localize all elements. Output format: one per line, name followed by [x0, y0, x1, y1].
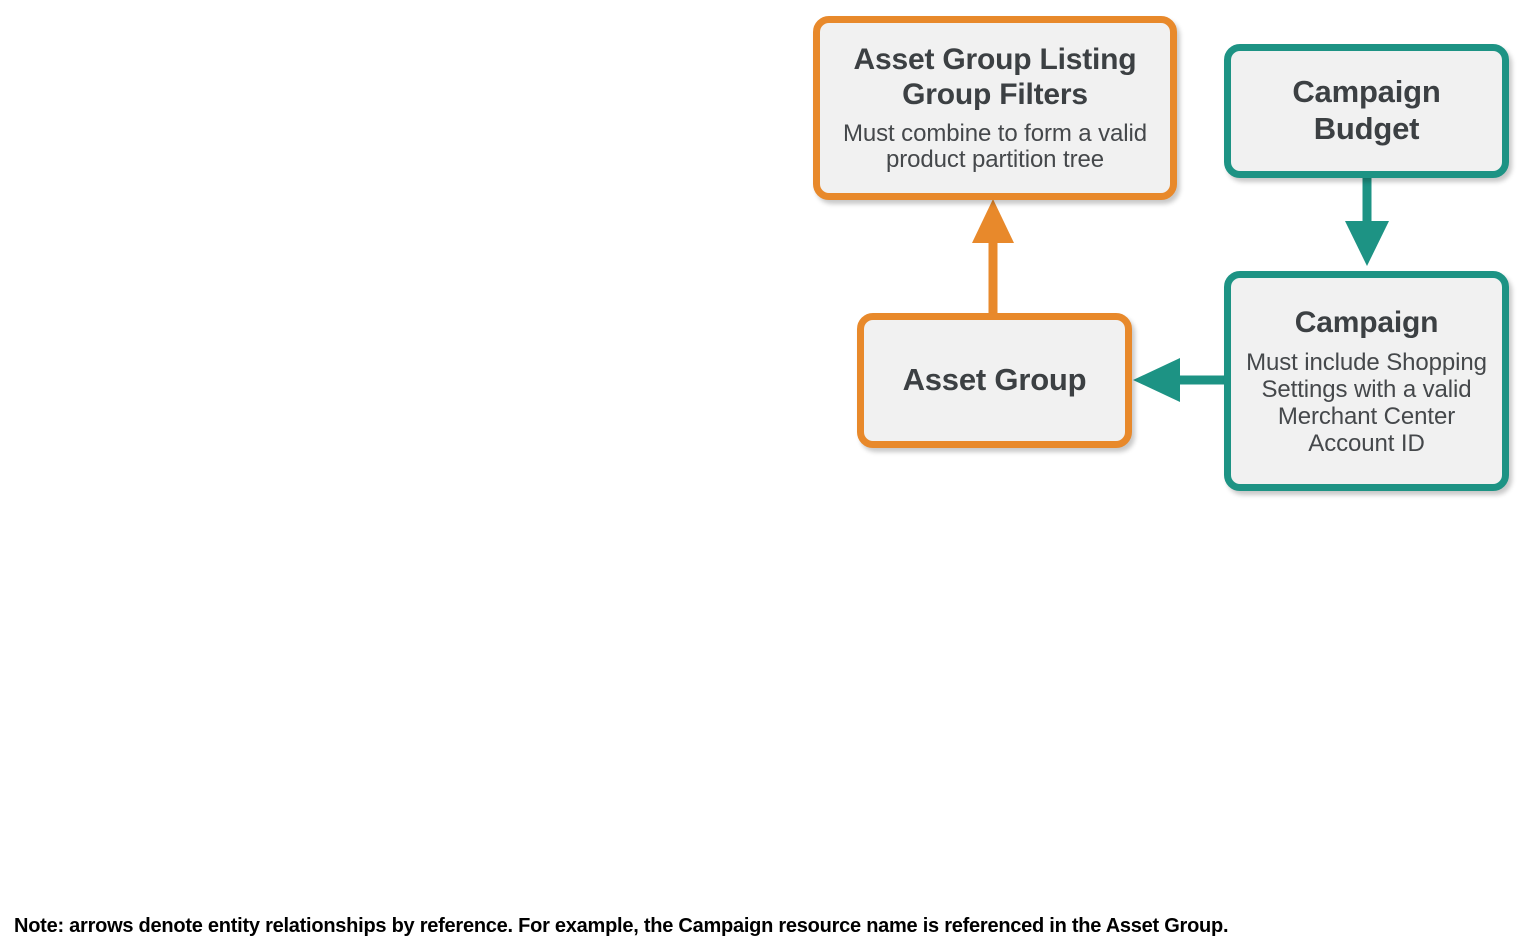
arrowhead-left-teal: [1133, 358, 1180, 402]
node-title-campaign-budget: Campaign Budget: [1292, 74, 1441, 146]
diagram-note: Note: arrows denote entity relationships…: [14, 915, 1229, 937]
node-title-campaign: Campaign: [1294, 305, 1439, 339]
node-description-asset-group-listing-group-filters: Must combine to form a valid product par…: [843, 119, 1147, 174]
node-asset-group-listing-group-filters[interactable]: Asset Group Listing Group Filters Must c…: [813, 16, 1177, 200]
node-asset-group[interactable]: Asset Group: [857, 313, 1132, 448]
arrowhead-up-orange: [972, 199, 1014, 243]
node-description-campaign: Must include Shopping Settings with a va…: [1246, 348, 1487, 457]
edge-asset-group-to-filters: [972, 199, 1014, 315]
arrowhead-down-teal: [1345, 221, 1389, 266]
edge-campaign-to-asset-group: [1133, 358, 1226, 402]
node-title-asset-group-listing-group-filters: Asset Group Listing Group Filters: [853, 42, 1137, 112]
node-campaign[interactable]: Campaign Must include Shopping Settings …: [1224, 271, 1509, 491]
node-title-asset-group: Asset Group: [902, 362, 1087, 398]
edge-campaign-budget-to-campaign: [1345, 176, 1389, 266]
node-campaign-budget[interactable]: Campaign Budget: [1224, 44, 1509, 178]
